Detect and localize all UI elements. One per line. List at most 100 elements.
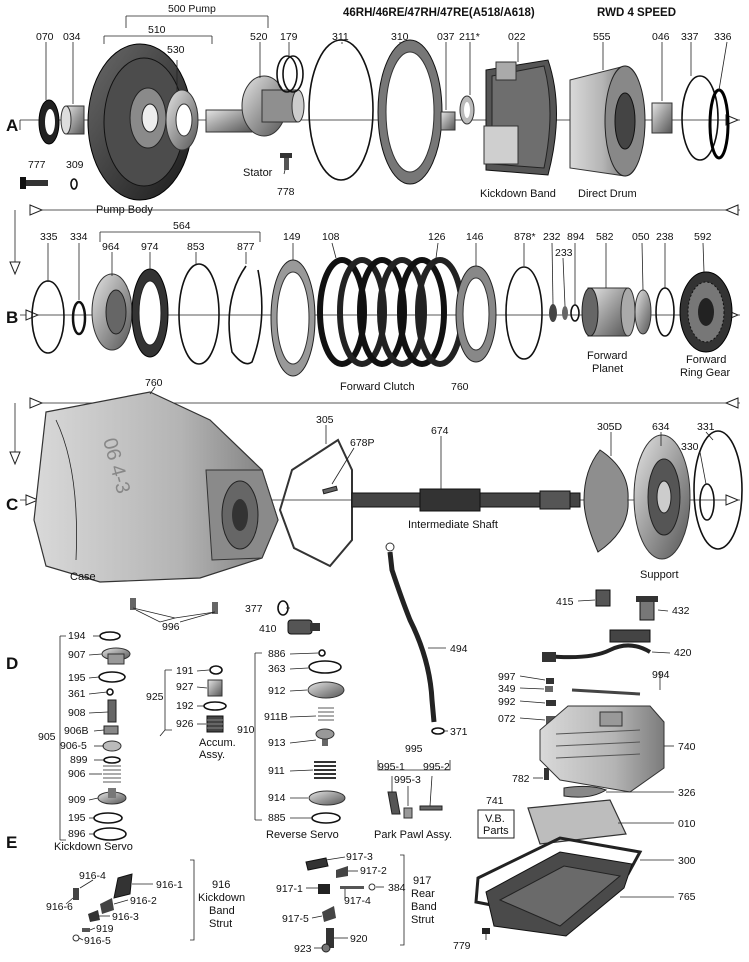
label-305d: 305D bbox=[597, 421, 623, 433]
label-916-2: 916-2 bbox=[130, 895, 157, 907]
caption-917-1: 917 bbox=[413, 875, 431, 887]
label-916-6: 916-6 bbox=[46, 901, 73, 913]
caption-916-1: 916 bbox=[212, 879, 230, 891]
part-037-bushing bbox=[440, 111, 456, 131]
part-311-snap-ring bbox=[308, 39, 374, 181]
label-022: 022 bbox=[508, 31, 526, 43]
label-926: 926 bbox=[176, 718, 194, 730]
label-760-c: 760 bbox=[145, 377, 163, 389]
part-520-stator bbox=[205, 75, 305, 137]
part-050-bushing bbox=[634, 289, 652, 335]
row-c-parts: 06 4-3 bbox=[33, 391, 743, 583]
row-b-parts bbox=[31, 257, 733, 377]
part-010-filter bbox=[527, 799, 627, 845]
part-678p-pin bbox=[322, 485, 338, 495]
label-911b: 911B bbox=[264, 711, 288, 723]
label-994: 994 bbox=[652, 669, 670, 681]
caption-accum-2: Assy. bbox=[199, 749, 225, 761]
caption-pump-body: Pump Body bbox=[96, 204, 153, 216]
part-305d-gasket bbox=[583, 449, 629, 553]
label-878: 878* bbox=[514, 231, 536, 243]
part-108-126-clutch-pack bbox=[317, 257, 465, 367]
label-530: 530 bbox=[167, 44, 185, 56]
label-894: 894 bbox=[567, 231, 585, 243]
label-564: 564 bbox=[173, 220, 191, 232]
label-238: 238 bbox=[656, 231, 674, 243]
row-b-leaders bbox=[47, 231, 705, 307]
label-494: 494 bbox=[450, 643, 468, 655]
caption-forward-clutch: Forward Clutch bbox=[340, 381, 415, 393]
caption-kickdown-band: Kickdown Band bbox=[480, 188, 556, 200]
part-994-rod bbox=[571, 688, 641, 696]
label-415: 415 bbox=[556, 596, 574, 608]
section-letter-b: B bbox=[6, 308, 18, 327]
label-592: 592 bbox=[694, 231, 712, 243]
section-letter-e: E bbox=[6, 833, 17, 852]
label-674: 674 bbox=[431, 425, 449, 437]
part-778-plug bbox=[280, 153, 292, 170]
caption-park-pawl: Park Pawl Assy. bbox=[374, 829, 452, 841]
caption-direct-drum: Direct Drum bbox=[578, 188, 637, 200]
park-pawl-parts bbox=[387, 791, 443, 819]
row-a-parts bbox=[20, 39, 730, 201]
label-232: 232 bbox=[543, 231, 561, 243]
label-741: 741 bbox=[486, 795, 504, 807]
label-034: 034 bbox=[63, 31, 81, 43]
section-letter-a: A bbox=[6, 116, 18, 135]
label-896: 896 bbox=[68, 828, 86, 840]
label-907: 907 bbox=[68, 649, 86, 661]
caption-forward-ring-1: Forward bbox=[686, 354, 726, 366]
caption-kickdown-servo: Kickdown Servo bbox=[54, 841, 133, 853]
label-072: 072 bbox=[498, 713, 516, 725]
label-334: 334 bbox=[70, 231, 88, 243]
label-777: 777 bbox=[28, 159, 46, 171]
part-877-snap-ring bbox=[228, 265, 263, 365]
part-674-intermediate-shaft bbox=[351, 488, 581, 512]
part-179-seal-rings bbox=[276, 55, 298, 93]
label-192: 192 bbox=[176, 700, 194, 712]
label-906-5: 906-5 bbox=[60, 740, 87, 752]
part-777-bolt bbox=[20, 177, 48, 189]
label-992: 992 bbox=[498, 696, 516, 708]
row-d-labels: 996 377 410 194 907 195 361 908 906B 906… bbox=[38, 596, 696, 853]
part-238-snap-ring bbox=[655, 287, 675, 337]
caption-reverse-servo: Reverse Servo bbox=[266, 829, 339, 841]
part-634-support bbox=[633, 434, 691, 560]
label-911: 911 bbox=[268, 765, 285, 777]
row-d-leaders bbox=[59, 599, 674, 841]
label-917-3: 917-3 bbox=[346, 851, 373, 863]
label-310: 310 bbox=[391, 31, 409, 43]
label-146: 146 bbox=[466, 231, 484, 243]
label-634: 634 bbox=[652, 421, 670, 433]
part-410-sensor bbox=[287, 619, 320, 635]
part-022-kickdown-band bbox=[483, 59, 557, 176]
part-334-oring bbox=[71, 300, 87, 336]
label-908: 908 bbox=[68, 707, 86, 719]
label-336: 336 bbox=[714, 31, 732, 43]
label-555: 555 bbox=[593, 31, 611, 43]
part-146-reaction-plate bbox=[455, 265, 497, 363]
caption-accum-1: Accum. bbox=[199, 737, 236, 749]
label-740: 740 bbox=[678, 741, 696, 753]
label-995: 995 bbox=[405, 743, 423, 755]
label-995-1: 995-1 bbox=[378, 761, 405, 773]
label-211: 211* bbox=[459, 31, 480, 43]
label-853: 853 bbox=[187, 241, 205, 253]
row-c-leaders bbox=[149, 386, 714, 490]
label-149: 149 bbox=[283, 231, 301, 243]
caption-forward-planet-1: Forward bbox=[587, 350, 627, 362]
label-912: 912 bbox=[268, 685, 286, 697]
label-363: 363 bbox=[268, 663, 286, 675]
label-916-5: 916-5 bbox=[84, 935, 111, 947]
label-779: 779 bbox=[453, 940, 471, 952]
part-779-plug bbox=[482, 928, 490, 934]
label-300: 300 bbox=[678, 855, 696, 867]
label-384: 384 bbox=[388, 882, 406, 894]
part-760-case: 06 4-3 bbox=[33, 391, 279, 583]
label-126: 126 bbox=[428, 231, 446, 243]
part-494-dipstick-tube bbox=[385, 542, 445, 735]
label-432: 432 bbox=[672, 605, 690, 617]
row-a-leaders bbox=[45, 15, 728, 175]
label-305: 305 bbox=[316, 414, 334, 426]
